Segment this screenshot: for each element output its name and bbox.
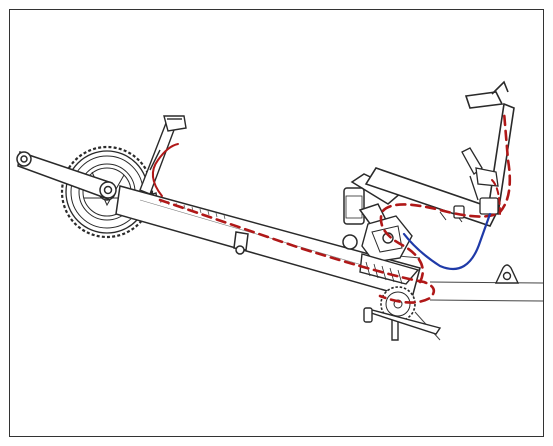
front-derailleur-icon: [139, 115, 187, 211]
handlebar-icon: [364, 80, 515, 227]
wheel-mount-icon: [494, 264, 520, 284]
kickstand-icon: [363, 307, 442, 341]
frame-border: [9, 9, 544, 437]
crank-arm-icon: [16, 151, 117, 200]
brake-cable-path: [402, 212, 492, 271]
idler-pulley-icon: [380, 286, 416, 322]
shift-cable-path: [151, 110, 512, 304]
